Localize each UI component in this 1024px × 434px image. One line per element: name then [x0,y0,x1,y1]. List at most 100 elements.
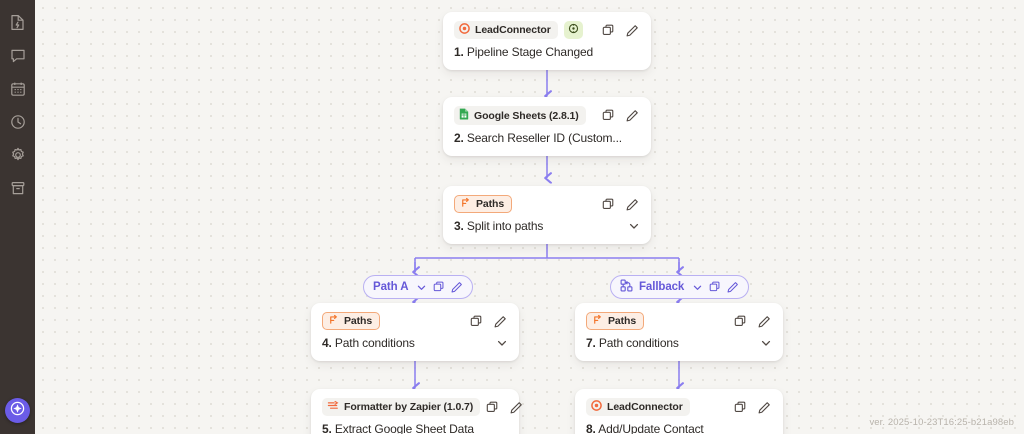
duplicate-icon[interactable] [433,281,445,293]
edit-pencil-icon[interactable] [626,109,639,122]
node-body: 7. Path conditions [575,330,783,361]
node-actions [486,401,525,414]
node-title: 7. Path conditions [586,336,679,350]
node-action-label: Extract Google Sheet Data [334,422,474,434]
branch-chip-actions [416,281,463,293]
node-action-label: Pipeline Stage Changed [466,45,594,59]
duplicate-icon[interactable] [486,401,499,414]
chevron-down-icon[interactable] [496,337,508,349]
left-sidebar [0,0,35,434]
branch-chip-fallback[interactable]: Fallback [610,275,750,299]
trigger-bolt-icon [568,21,579,39]
node-step: 4. [322,336,332,350]
app-name: Paths [608,315,637,327]
app-name: LeadConnector [475,24,551,36]
flow-node-5[interactable]: Formatter by Zapier (1.0.7) 5. Extract G… [311,389,522,434]
node-action-label: Path conditions [598,336,679,350]
archive-box-icon [10,180,26,196]
flow-canvas[interactable]: LeadConnector 1. Pipeline St [35,0,1024,434]
node-header: LeadConnector [443,12,651,39]
duplicate-icon[interactable] [602,198,615,211]
chevron-down-icon[interactable] [416,282,427,293]
node-title: 8. Add/Update Contact [586,422,704,434]
duplicate-icon[interactable] [470,315,483,328]
node-step: 8. [586,422,596,434]
flow-node-8[interactable]: LeadConnector 8. Add/Update Contact [575,389,783,434]
duplicate-icon[interactable] [602,24,615,37]
node-header: Google Sheets (2.8.1) [443,97,651,125]
trigger-badge [563,21,583,39]
formatter-icon [327,400,339,414]
edit-pencil-icon[interactable] [758,401,771,414]
calendar-icon [10,81,26,97]
duplicate-icon[interactable] [709,281,721,293]
node-actions [734,401,773,414]
edit-pencil-icon[interactable] [451,281,463,293]
clock-icon [10,114,26,130]
flow-node-2[interactable]: Google Sheets (2.8.1) 2. Search Reseller… [443,97,651,156]
version-label: ver. 2025-10-23T16:25-b21a98eb [869,417,1014,428]
chevron-down-icon[interactable] [692,282,703,293]
edit-pencil-icon[interactable] [758,315,771,328]
paths-icon [460,197,471,211]
node-actions [602,24,641,37]
app-name: Formatter by Zapier (1.0.7) [344,401,474,413]
duplicate-icon[interactable] [602,109,615,122]
node-body: 4. Path conditions [311,330,519,361]
sidebar-item-chat[interactable] [0,39,35,72]
edit-pencil-icon[interactable] [626,198,639,211]
flow-node-3[interactable]: Paths 3. Split into paths [443,186,651,244]
branch-chip-path-a[interactable]: Path A [363,275,474,299]
node-body: 5. Extract Google Sheet Data [311,416,519,434]
app-badge[interactable]: Google Sheets (2.8.1) [454,106,586,125]
chevron-down-icon[interactable] [628,220,640,232]
app-badge[interactable]: Formatter by Zapier (1.0.7) [322,398,481,416]
app-badge[interactable]: Paths [454,195,513,213]
node-step: 7. [586,336,596,350]
node-title: 5. Extract Google Sheet Data [322,422,474,434]
sidebar-item-calendar[interactable] [0,72,35,105]
document-flash-icon [10,14,25,31]
google-sheets-icon [459,108,469,123]
duplicate-icon[interactable] [734,401,747,414]
node-header: LeadConnector [575,389,783,416]
app-badge[interactable]: LeadConnector [454,21,558,39]
app-name: Google Sheets (2.8.1) [474,109,579,122]
app-badge[interactable]: Paths [586,312,645,330]
node-step: 3. [454,219,464,233]
node-header: Paths [575,303,783,330]
chevron-down-icon[interactable] [760,337,772,349]
app-badge[interactable]: LeadConnector [586,398,690,416]
node-action-label: Path conditions [334,336,415,350]
node-step: 1. [454,45,464,59]
sidebar-item-document[interactable] [0,6,35,39]
app-name: LeadConnector [607,401,683,413]
edit-pencil-icon[interactable] [494,315,507,328]
edit-pencil-icon[interactable] [626,24,639,37]
flow-node-7[interactable]: Paths 7. Path conditions [575,303,783,361]
node-header: Paths [311,303,519,330]
sidebar-item-history[interactable] [0,105,35,138]
duplicate-icon[interactable] [734,315,747,328]
sidebar-item-archive[interactable] [0,171,35,204]
flow-node-4[interactable]: Paths 4. Path conditions [311,303,519,361]
node-action-label: Add/Update Contact [598,422,704,434]
branch-label: Path A [373,281,409,293]
edit-pencil-icon[interactable] [510,401,523,414]
assistant-fab-button[interactable] [5,398,30,423]
node-body: 3. Split into paths [443,213,651,244]
app-badge[interactable]: Paths [322,312,381,330]
flow-node-1[interactable]: LeadConnector 1. Pipeline St [443,12,651,70]
paths-icon [592,314,603,328]
node-body: 8. Add/Update Contact [575,416,783,434]
edit-pencil-icon[interactable] [727,281,739,293]
node-actions [602,109,641,122]
app-name: Paths [344,315,373,327]
paths-icon [328,314,339,328]
chat-bubble-icon [10,48,26,64]
app-name: Paths [476,198,505,210]
sidebar-item-settings[interactable] [0,138,35,171]
fallback-icon [620,279,633,295]
node-title: 2. Search Reseller ID (Custom... [454,131,622,145]
